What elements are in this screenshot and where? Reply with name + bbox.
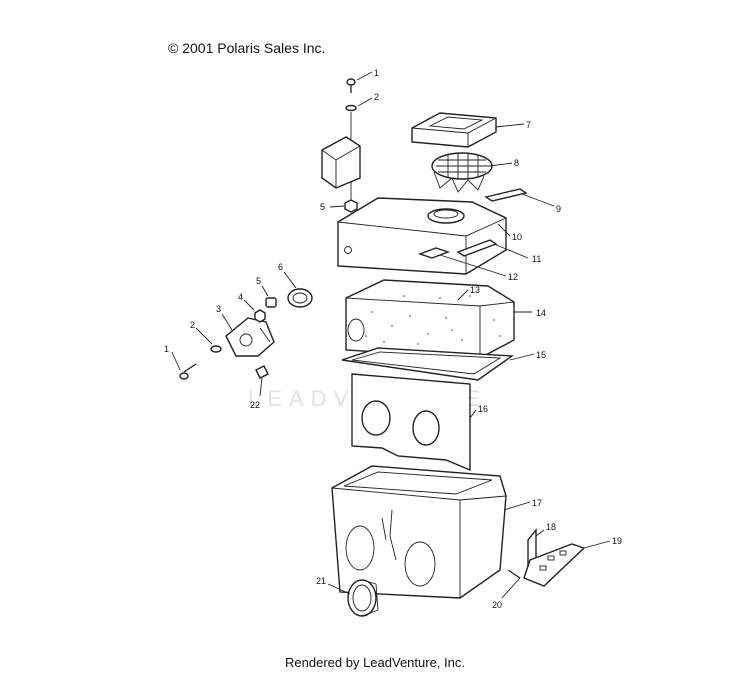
part-11-lid-slot[interactable] xyxy=(456,239,498,257)
callout-21: 21 xyxy=(316,576,326,586)
leader-lines xyxy=(171,71,611,599)
part-7-filter-foam[interactable] xyxy=(411,112,497,148)
callout-17: 17 xyxy=(532,498,542,508)
part-10-airbox-lid[interactable] xyxy=(337,197,507,275)
callout-22: 22 xyxy=(250,400,260,410)
copyright-notice: © 2001 Polaris Sales Inc. xyxy=(168,40,326,56)
part-17-airbox-base[interactable] xyxy=(331,465,507,599)
callout-18: 18 xyxy=(546,522,556,532)
part-clip-cover[interactable] xyxy=(321,136,361,189)
part-2-washer-left[interactable] xyxy=(210,345,222,353)
callout-15: 15 xyxy=(536,350,546,360)
callout-1-top: 1 xyxy=(374,68,379,78)
part-2-washer-top[interactable] xyxy=(345,104,357,112)
callout-7: 7 xyxy=(526,120,531,130)
part-4-nut-left[interactable] xyxy=(254,309,266,323)
callout-10: 10 xyxy=(512,232,522,242)
callout-2-top: 2 xyxy=(374,92,379,102)
part-16-baffle-plate[interactable] xyxy=(351,373,471,472)
part-6-seal-ring[interactable] xyxy=(287,288,313,308)
exploded-parts-diagram: LEADVENTURE xyxy=(164,68,622,617)
callout-labels: 1 2 5 7 8 9 10 11 12 13 14 15 16 17 18 1… xyxy=(164,68,622,610)
callout-6: 6 xyxy=(278,262,283,272)
footer-credit: Rendered by LeadVenture, Inc. xyxy=(285,655,465,670)
callout-9: 9 xyxy=(556,204,561,214)
part-5-nut-top[interactable] xyxy=(344,199,358,213)
part-19-mounting-bracket[interactable] xyxy=(523,543,586,587)
callout-1-left: 1 xyxy=(164,344,169,354)
callout-16: 16 xyxy=(478,404,488,414)
callout-2-left: 2 xyxy=(190,320,195,330)
callout-4: 4 xyxy=(238,292,243,302)
part-20-bracket-bolt[interactable] xyxy=(507,569,521,579)
callout-3: 3 xyxy=(216,304,221,314)
part-22-fitting[interactable] xyxy=(255,365,269,379)
part-3-housing[interactable] xyxy=(225,317,275,357)
callout-11: 11 xyxy=(532,254,541,264)
part-12-lid-panel[interactable] xyxy=(417,247,451,259)
callout-19: 19 xyxy=(612,536,622,546)
part-8-filter-screen[interactable] xyxy=(431,152,493,193)
part-14-foam-filter-block[interactable] xyxy=(345,279,515,359)
part-5-plug-left[interactable] xyxy=(265,297,277,308)
part-1-screw-top[interactable] xyxy=(346,78,356,93)
callout-13: 13 xyxy=(470,285,480,295)
part-1-screw-left[interactable] xyxy=(179,363,197,380)
part-15-gasket[interactable] xyxy=(341,347,515,381)
callout-14: 14 xyxy=(536,308,546,318)
callout-12: 12 xyxy=(508,272,518,282)
callout-5-left: 5 xyxy=(256,276,261,286)
callout-8: 8 xyxy=(514,158,519,168)
callout-20: 20 xyxy=(492,600,502,610)
part-21-intake-boot[interactable] xyxy=(347,579,379,617)
callout-5-top: 5 xyxy=(320,202,325,212)
part-9-strap[interactable] xyxy=(484,188,528,202)
